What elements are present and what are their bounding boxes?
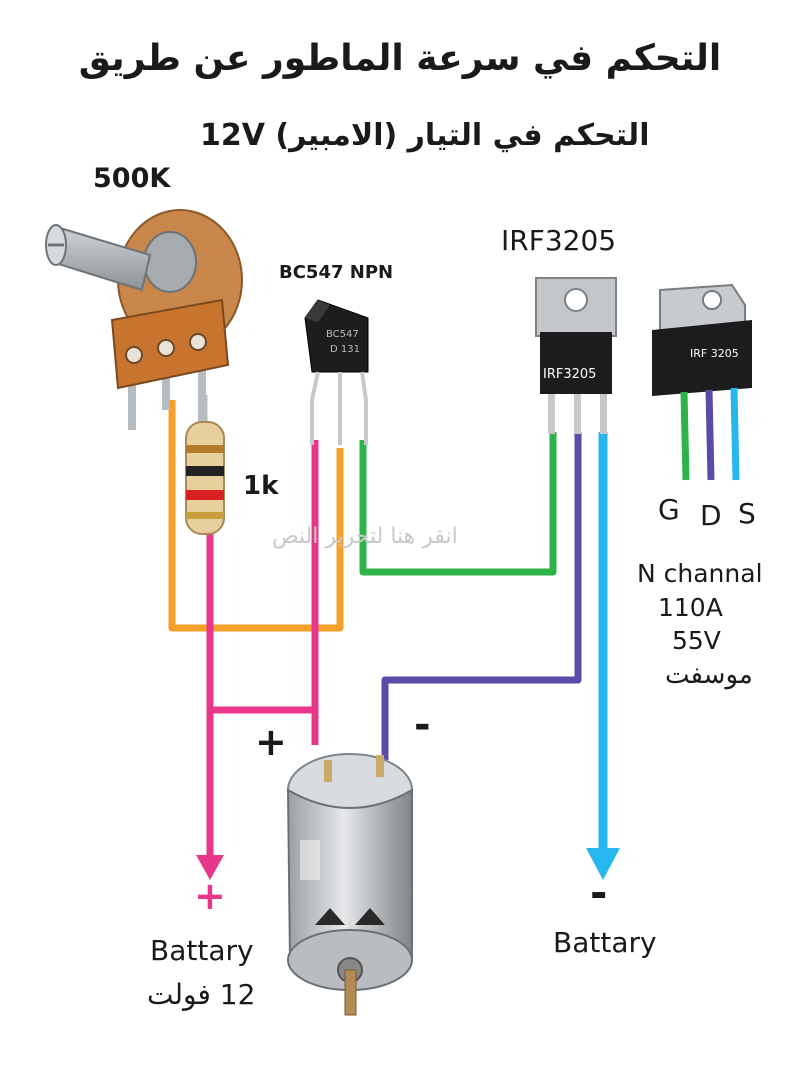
pink-wire — [206, 440, 319, 858]
pink-arrowhead — [196, 855, 224, 880]
mosfet-spec-type: N channal — [637, 559, 763, 588]
resistor-label: 1k — [243, 471, 279, 501]
mosfet-spec-name: موسفت — [665, 660, 753, 690]
mosfet-spec-voltage: 55V — [672, 626, 721, 655]
mosfet-spec-current: 110A — [658, 593, 723, 622]
page-subtitle: التحكم في التيار (الامبير) 12V — [200, 118, 650, 153]
transistor-label: BC547 NPN — [279, 262, 394, 283]
battery-negative-label: Battary — [553, 926, 657, 959]
green-wire — [359, 432, 557, 576]
mosfet-label: IRF3205 — [501, 224, 617, 257]
mosfet-pin-diagram — [652, 283, 752, 481]
bc547-marking-2: D 131 — [330, 344, 360, 355]
resistor — [185, 395, 225, 535]
battery-negative-sign: - — [590, 868, 608, 917]
potentiometer-label: 500K — [93, 163, 171, 194]
motor-minus-sign: - — [414, 702, 431, 748]
pin-d-label: D — [700, 499, 722, 532]
motor-plus-sign: + — [255, 720, 287, 764]
pin-diagram-marking: IRF 3205 — [690, 347, 739, 360]
pin-g-label: G — [658, 493, 680, 526]
bc547-transistor — [304, 299, 369, 445]
bc547-marking: BC547 — [326, 329, 359, 340]
watermark-text: انقر هنا لتحرير النص — [272, 524, 458, 549]
orange-wire — [168, 400, 344, 632]
irf3205-mosfet — [535, 277, 617, 434]
battery-positive-sign: + — [194, 874, 226, 918]
battery-positive-label: Battary — [150, 934, 254, 967]
purple-wire — [381, 432, 582, 760]
page-title: التحكم في سرعة الماطور عن طريق — [78, 38, 722, 79]
battery-voltage-label: 12 فولت — [147, 978, 256, 1011]
dc-motor — [286, 753, 413, 1016]
pin-s-label: S — [738, 497, 756, 530]
potentiometer — [45, 209, 243, 430]
irf3205-marking: IRF3205 — [543, 367, 596, 382]
blue-arrowhead — [586, 848, 620, 880]
